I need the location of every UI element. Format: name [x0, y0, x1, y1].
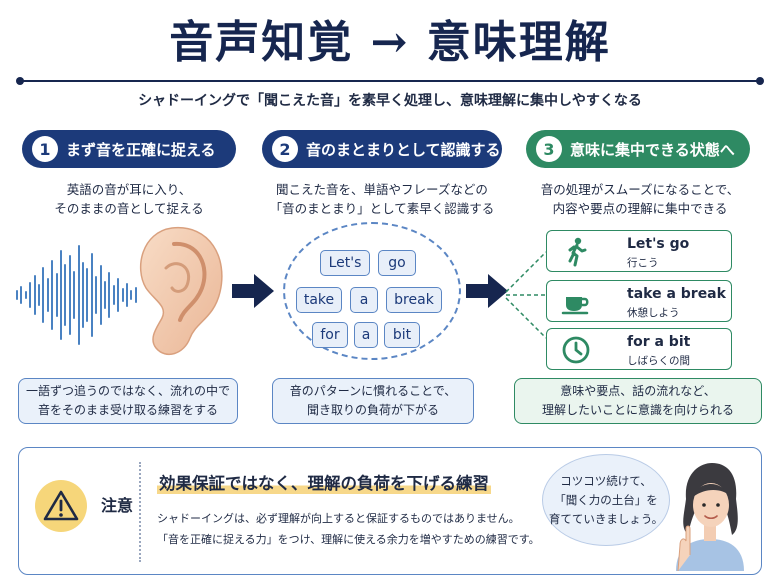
- note-line: 音のパターンに慣れることで、: [289, 384, 457, 398]
- step-2-pill: 2 音のまとまりとして認識する: [262, 130, 502, 168]
- chunk-chip: Let's: [320, 250, 370, 276]
- step-2-note: 音のパターンに慣れることで、 聞き取りの負荷が下がる: [272, 378, 474, 424]
- step-1-desc-line: そのままの音として捉える: [54, 201, 204, 216]
- note-line: 理解したいことに意識を向けられる: [541, 403, 734, 417]
- arrow-right-icon: [232, 274, 274, 308]
- step-2-description: 聞こえた音を、単語やフレーズなどの 「音のまとまり」として素早く認識する: [250, 180, 514, 218]
- ear-icon: [139, 227, 223, 356]
- wave-bar: [64, 264, 67, 326]
- example-card-for-a-bit: for a bit しばらくの間: [546, 328, 732, 370]
- chunk-chip: a: [354, 322, 378, 348]
- coffee-cup-icon: [561, 297, 589, 315]
- sound-wave-icon: [16, 240, 146, 350]
- wave-bar: [55, 273, 58, 317]
- wave-bar: [126, 283, 128, 307]
- caution-text: シャドーイングは、必ず理解が向上すると保証するものではありません。: [157, 512, 520, 525]
- example-japanese: 休憩しよう: [627, 307, 680, 319]
- step-2-desc-line: 「音のまとまり」として素早く認識する: [269, 201, 495, 216]
- chunk-chip: break: [386, 287, 442, 313]
- wave-bar: [117, 278, 120, 312]
- wave-bar: [29, 282, 32, 308]
- wave-bar: [86, 268, 89, 322]
- wave-bar: [130, 290, 133, 300]
- caution-label: 注意: [101, 496, 134, 515]
- example-japanese: 行こう: [627, 257, 659, 269]
- note-line: 音をそのまま受け取る練習をする: [37, 403, 218, 417]
- wave-bar: [82, 262, 84, 328]
- example-card-lets-go: Let's go 行こう: [546, 230, 732, 272]
- step-1-label: まず音を正確に捉える: [66, 140, 216, 159]
- wave-bar: [134, 287, 137, 303]
- step-2-label: 音のまとまりとして認識する: [306, 140, 501, 159]
- bubble-line: 「聞く力の土台」を: [554, 492, 658, 507]
- wave-bar: [51, 260, 54, 330]
- sound-chunk-group: [283, 222, 461, 360]
- wave-bar: [38, 284, 40, 306]
- step-3-note: 意味や要点、話の流れなど、 理解したいことに意識を向けられる: [514, 378, 762, 424]
- teacher-avatar-icon: [676, 463, 744, 571]
- step-3-pill: 3 意味に集中できる状態へ: [526, 130, 750, 168]
- step-3-desc-line: 音の処理がスムーズになることで、: [540, 182, 740, 197]
- example-english: Let's go: [627, 236, 690, 252]
- page-subtitle: シャドーイングで「聞こえた音」を素早く処理し、意味理解に集中しやすくなる: [138, 93, 642, 109]
- step-1-description: 英語の音が耳に入り、 そのままの音として捉える: [22, 180, 236, 218]
- chunk-chip: for: [312, 322, 348, 348]
- wave-bar: [90, 253, 93, 337]
- wave-bar: [108, 272, 111, 318]
- title-divider: [16, 77, 764, 85]
- wave-bar: [20, 286, 23, 304]
- note-line: 一語ずつ追うのではなく、流れの中で: [25, 384, 230, 398]
- walking-person-icon: [568, 237, 587, 267]
- page-title: 音声知覚 → 意味理解: [169, 17, 611, 68]
- wave-bar: [104, 281, 106, 309]
- wave-bar: [60, 250, 62, 340]
- step-1-number: 1: [32, 136, 58, 162]
- wave-bar: [95, 276, 98, 314]
- wave-bar: [16, 290, 18, 300]
- caution-text: 「音を正確に捉える力」をつけ、理解に使える余力を増やすための練習です。: [157, 533, 540, 546]
- connector-lines: [505, 251, 547, 339]
- step-3-desc-line: 内容や要点の理解に集中できる: [552, 201, 728, 216]
- step-3-number: 3: [536, 136, 562, 162]
- example-english: take a break: [627, 286, 726, 302]
- note-line: 聞き取りの負荷が下がる: [306, 403, 439, 417]
- wave-bar: [77, 245, 80, 345]
- wave-bar: [68, 255, 71, 335]
- example-card-take-a-break: take a break 休憩しよう: [546, 280, 732, 322]
- step-1-note: 一語ずつ追うのではなく、流れの中で 音をそのまま受け取る練習をする: [18, 378, 238, 424]
- step-2-desc-line: 聞こえた音を、単語やフレーズなどの: [276, 182, 488, 197]
- chunk-chip: go: [378, 250, 416, 276]
- wave-bar: [42, 267, 45, 323]
- chunk-chip: bit: [384, 322, 420, 348]
- arrow-right-icon: [466, 274, 508, 308]
- warning-icon: [35, 480, 87, 532]
- example-english: for a bit: [627, 334, 691, 350]
- step-1-desc-line: 英語の音が耳に入り、: [66, 182, 192, 197]
- wave-bar: [33, 275, 36, 315]
- note-line: 意味や要点、話の流れなど、: [560, 384, 716, 398]
- clock-icon: [562, 336, 590, 364]
- caution-title: 効果保証ではなく、理解の負荷を下げる練習: [157, 470, 491, 494]
- step-1-pill: 1 まず音を正確に捉える: [22, 130, 236, 168]
- example-japanese: しばらくの間: [627, 355, 690, 367]
- bubble-line: 育てていきましょう。: [548, 511, 664, 526]
- wave-bar: [121, 288, 124, 302]
- wave-bar: [46, 278, 49, 312]
- step-3-description: 音の処理がスムーズになることで、 内容や要点の理解に集中できる: [520, 180, 760, 218]
- wave-bar: [73, 271, 76, 319]
- wave-bar: [24, 291, 27, 299]
- wave-bar: [112, 285, 115, 305]
- caution-divider: [139, 462, 141, 562]
- wave-bar: [99, 265, 102, 325]
- chunk-chip: a: [350, 287, 378, 313]
- bubble-line: コツコツ続けて、: [560, 473, 652, 488]
- step-2-number: 2: [272, 136, 298, 162]
- chunk-chip: take: [296, 287, 342, 313]
- speech-bubble: コツコツ続けて、 「聞く力の土台」を 育てていきましょう。: [542, 454, 670, 546]
- step-3-label: 意味に集中できる状態へ: [570, 140, 735, 159]
